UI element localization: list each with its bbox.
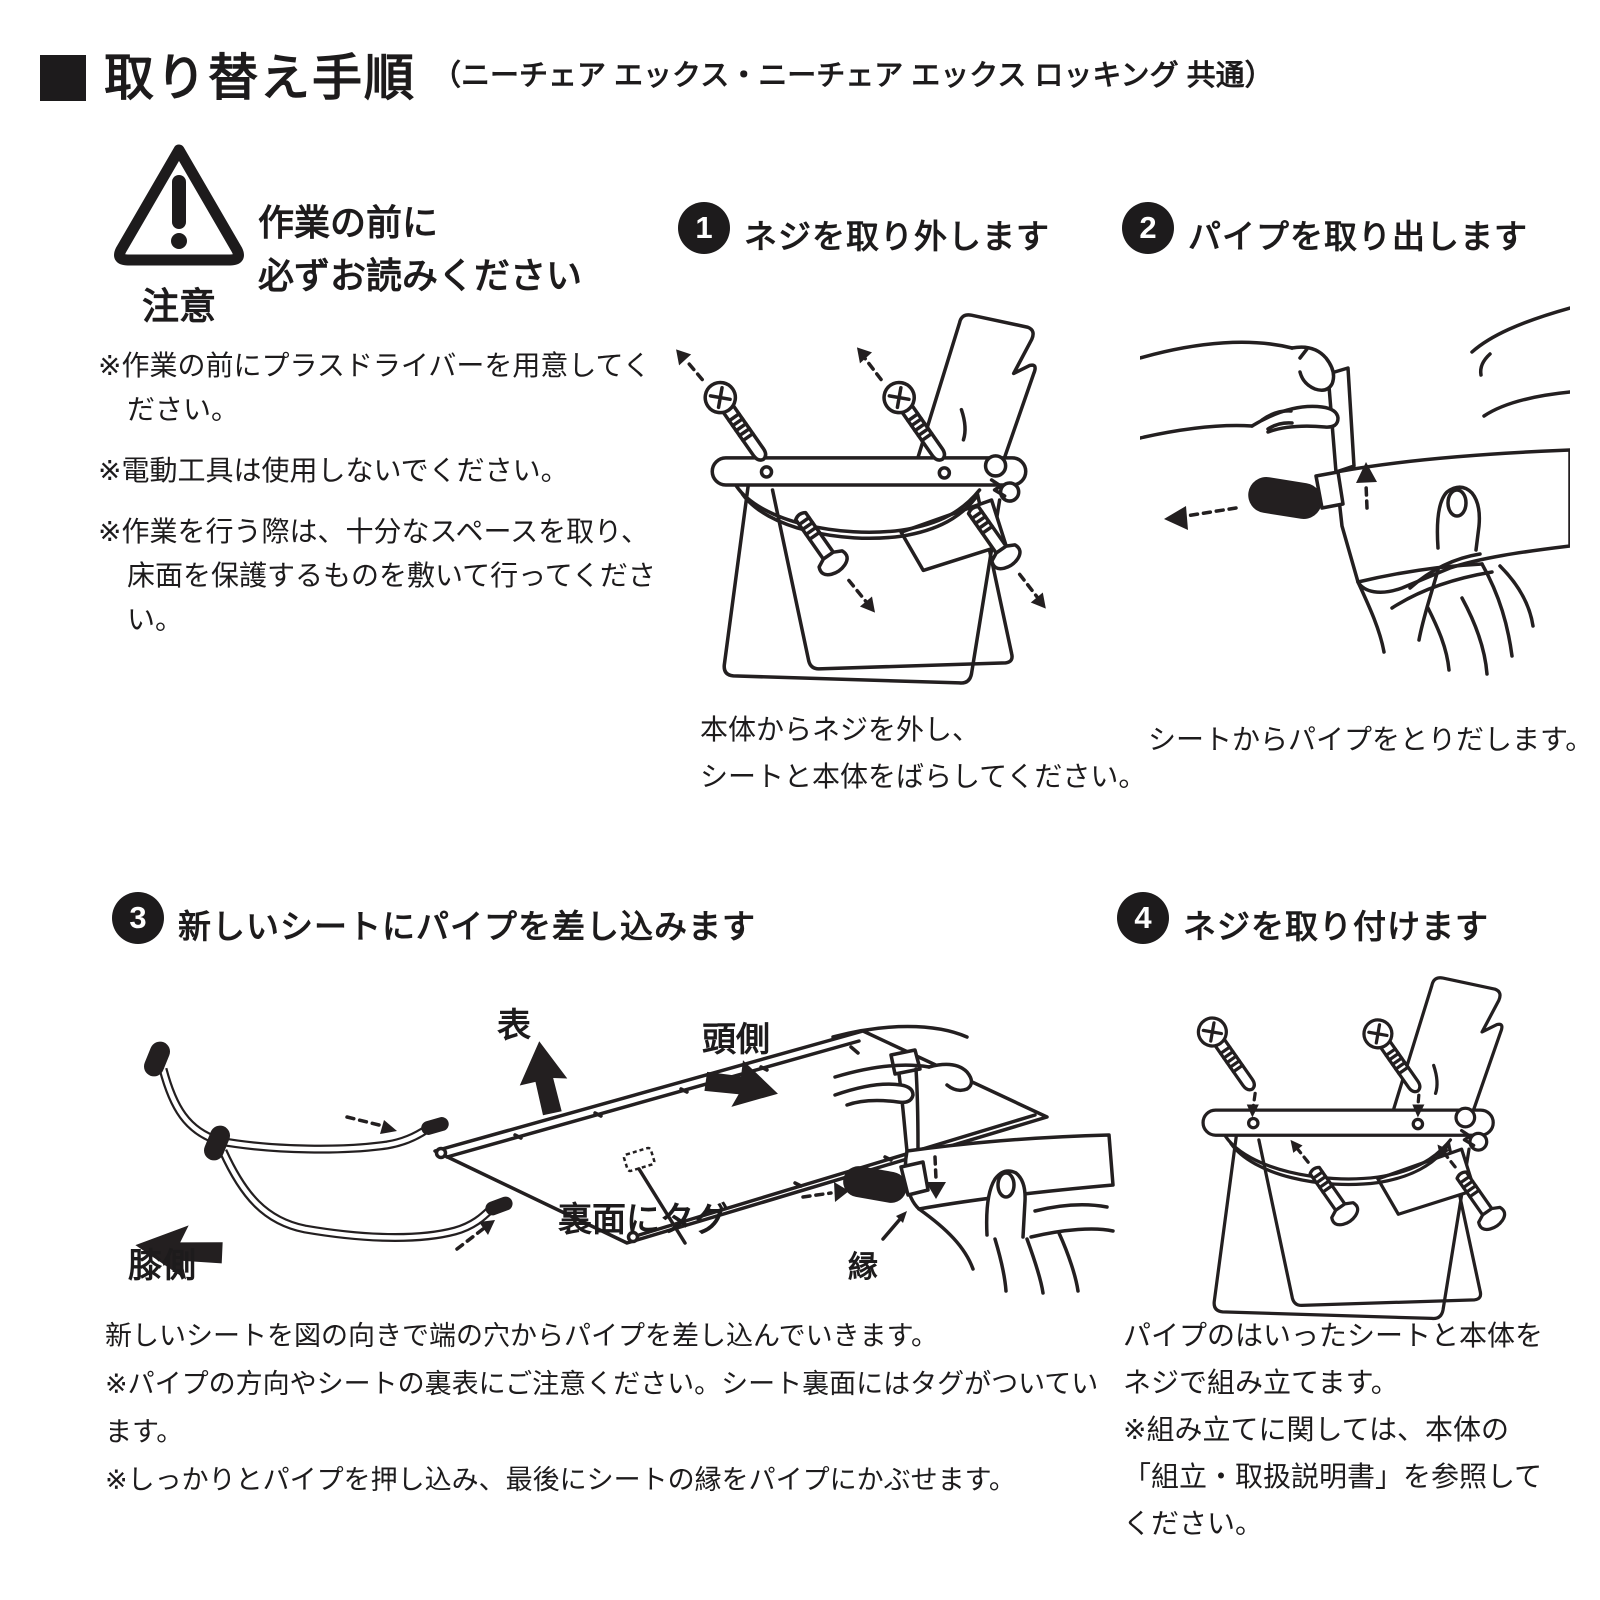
- step-3-badge: 3: [112, 892, 164, 944]
- step-3-caption: 新しいシートを図の向きで端の穴からパイプを差し込んでいきます。 ※パイプの方向や…: [105, 1312, 1115, 1504]
- chair-screws-removal-illustration: [676, 313, 1046, 685]
- label-head-side: 頭側: [702, 1021, 770, 1059]
- edge-cover-hand-illustration: [801, 1024, 1115, 1295]
- step-2-caption: シートからパイプをとりだします。: [1148, 716, 1593, 763]
- caption-line: ※組み立てに関しては、本体の: [1123, 1414, 1510, 1445]
- step-3-title: 新しいシートにパイプを差し込みます: [178, 908, 756, 945]
- knee-side-arrow: [135, 1225, 223, 1280]
- front-side-arrow: [519, 1041, 568, 1116]
- page-title-note: （ニーチェア エックス・ニーチェア エックス ロッキング 共通）: [432, 60, 1274, 92]
- warning-heading: 作業の前に 必ずお読みください: [258, 196, 582, 302]
- caption-line: シートと本体をばらしてください。: [700, 761, 1147, 792]
- warning-note: ※作業の前にプラスドライバーを用意してください。: [98, 350, 651, 425]
- step-2-badge: 2: [1122, 202, 1174, 254]
- warning-triangle-icon: [114, 144, 244, 266]
- warning-heading-line2: 必ずお読みください: [258, 255, 583, 296]
- caption-line: シートからパイプをとりだします。: [1148, 724, 1594, 755]
- step-4-badge: 4: [1117, 892, 1169, 944]
- caption-line: ください。: [1123, 1508, 1264, 1539]
- step-4-title: ネジを取り付けます: [1183, 908, 1489, 945]
- warning-note: ※作業を行う際は、十分なスペースを取り、床面を保護するものを敷いて行ってください…: [98, 516, 656, 635]
- label-front-side: 表: [497, 1007, 531, 1045]
- step-1-badge: 1: [678, 202, 730, 254]
- warning-notes: ※作業の前にプラスドライバーを用意してください。 ※電動工具は使用しないでくださ…: [98, 344, 676, 659]
- step-2-title: パイプを取り出します: [1188, 218, 1528, 255]
- caption-line: 「組立・取扱説明書」を参照して: [1123, 1461, 1543, 1492]
- label-tag-on-back: 裏面にタグ: [558, 1201, 728, 1239]
- caption-line: 新しいシートを図の向きで端の穴からパイプを差し込んでいきます。: [105, 1321, 938, 1351]
- step-1-caption: 本体からネジを外し、 シートと本体をばらしてください。: [700, 706, 1146, 800]
- head-side-arrow: [704, 1060, 778, 1107]
- caption-line: ※パイプの方向やシートの裏表にご注意ください。シート裏面にはタグがついています。: [105, 1369, 1099, 1447]
- page-title: 取り替え手順: [104, 50, 416, 106]
- chair-screws-attach-illustration: [1191, 976, 1511, 1321]
- heading-square-marker: [40, 55, 86, 101]
- step-1-title: ネジを取り外します: [744, 218, 1050, 255]
- caption-line: ※しっかりとパイプを押し込み、最後にシートの縁をパイプにかぶせます。: [105, 1465, 1016, 1495]
- warning-heading-line1: 作業の前に: [258, 202, 439, 243]
- step-4-caption: パイプのはいったシートと本体を ネジで組み立てます。 ※組み立てに関しては、本体…: [1123, 1312, 1583, 1547]
- caption-line: 本体からネジを外し、: [700, 714, 981, 745]
- warning-note: ※電動工具は使用しないでください。: [98, 455, 569, 486]
- caption-line: ネジで組み立てます。: [1123, 1367, 1399, 1398]
- caption-line: パイプのはいったシートと本体を: [1123, 1320, 1544, 1351]
- pipe-removal-hands-illustration: [1140, 306, 1570, 676]
- label-knee-side: 膝側: [128, 1247, 196, 1285]
- warning-label: 注意: [142, 286, 216, 327]
- label-edge: 縁: [848, 1251, 878, 1284]
